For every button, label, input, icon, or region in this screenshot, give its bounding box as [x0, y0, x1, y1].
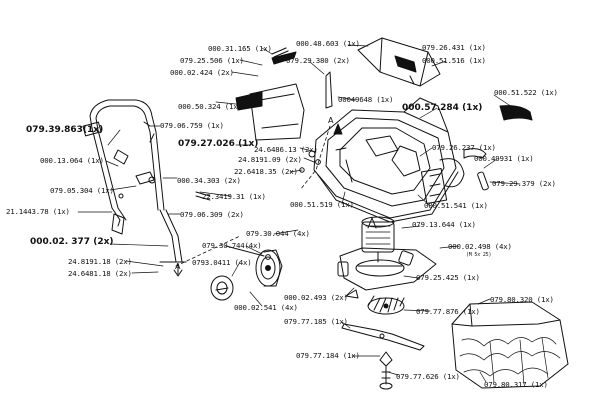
- blade: [341, 323, 425, 351]
- label-000-51-541: 000.51.541 (1x): [424, 201, 488, 210]
- fan: [367, 295, 405, 315]
- label-000-02-377: 000.02. 377 (2x): [30, 237, 114, 247]
- label-000-02-498: 000.02.498 (4x): [448, 242, 512, 251]
- grass-catcher: [451, 301, 569, 389]
- label-079-27-026: 079.27.026 (1x): [178, 139, 259, 149]
- label-079-77-185: 079.77.185 (1x): [284, 317, 348, 326]
- label-079-05-304: 079.05.304 (1x): [50, 186, 114, 195]
- label-000-02-498-note: (M 5x 25): [466, 252, 492, 258]
- label-079-25-506: 079.25.506 (1x): [180, 56, 244, 65]
- label-079-30-411: 0793.0411 (4x): [192, 258, 252, 267]
- label-000-02-541: 000.02.541 (4x): [234, 303, 298, 312]
- label-000-51-519: 000.51.519 (1x): [290, 200, 354, 209]
- handle-assembly: [82, 99, 187, 277]
- label-24-81-91-09: 24.8191.09 (2x): [238, 155, 302, 164]
- cover-flap: [235, 51, 333, 141]
- wheels: [210, 249, 283, 301]
- label-079-06-309: 079.06.309 (2x): [180, 210, 244, 219]
- label-22-64-18-35: 22.6418.35 (2x): [234, 167, 298, 176]
- label-079-80-320: 079.80.320 (1x): [490, 295, 554, 304]
- label-079-25-425: 079.25.425 (1x): [416, 273, 480, 282]
- label-079-29-380: 079.29.380 (2x): [286, 56, 350, 65]
- label-000-51-516: 000.51.516 (1x): [422, 56, 486, 65]
- label-22-34-19-31: 22.3419.31 (1x): [202, 192, 266, 201]
- label-079-13-644: 079.13.644 (1x): [412, 220, 476, 229]
- label-000-50-324: 000.50.324 (1x): [178, 102, 242, 111]
- label-24-64-81-18: 24.6481.18 (2x): [68, 269, 132, 278]
- catcher-lid: [357, 37, 441, 87]
- section-marker-a-bottom: A: [175, 262, 181, 271]
- label-079-77-876: 079.77.876 (1x): [416, 307, 480, 316]
- label-079-39-863: 079.39.863(1x): [26, 125, 104, 135]
- label-079-80-317: 079.80.317 (1x): [484, 380, 548, 389]
- label-000-02-424: 000.02.424 (2x): [170, 68, 234, 77]
- label-000-02-493: 000.02.493 (2x): [284, 293, 348, 302]
- label-079-77-626: 079.77.626 (1x): [396, 372, 460, 381]
- section-lines: [175, 125, 331, 267]
- label-24-64-86-13: 24.6486.13 (2x): [254, 145, 318, 154]
- label-000-31-165: 000.31.165 (1x): [208, 44, 272, 53]
- label-00049648: 00049648 (1x): [338, 95, 394, 104]
- label-079-06-759: 079.06.759 (1x): [160, 121, 224, 130]
- label-21-14-43-78: 21.1443.78 (1x): [6, 207, 70, 216]
- leader-lines: [77, 44, 521, 383]
- label-000-48-603: 000.48.603 (1x): [296, 39, 360, 48]
- fasteners: [143, 47, 489, 390]
- label-000-13-064: 000.13.064 (1x): [40, 156, 104, 165]
- label-000-51-522: 000.51.522 (1x): [494, 88, 558, 97]
- label-000-49931: 000.49931 (1x): [474, 154, 534, 163]
- label-079-26-237: 079.26.237 (1x): [432, 143, 496, 152]
- label-079-29-379: 079.29.379 (2x): [492, 179, 556, 188]
- label-079-77-184: 079.77.184 (1x): [296, 351, 360, 360]
- label-24-81-91-18: 24.8191.18 (2x): [68, 257, 132, 266]
- right-side-parts: [463, 105, 533, 159]
- label-000-34-303: 000.34.303 (2x): [177, 176, 241, 185]
- label-000-57-284: 000.57.284 (1x): [402, 103, 483, 113]
- motor-assembly: [337, 216, 437, 291]
- label-079-26-431: 079.26.431 (1x): [422, 43, 486, 52]
- label-079-30-744: 079.30.744(4x): [202, 241, 262, 250]
- section-marker-a-top: A: [328, 116, 334, 125]
- label-079-30-044: 079.30.044 (4x): [246, 229, 310, 238]
